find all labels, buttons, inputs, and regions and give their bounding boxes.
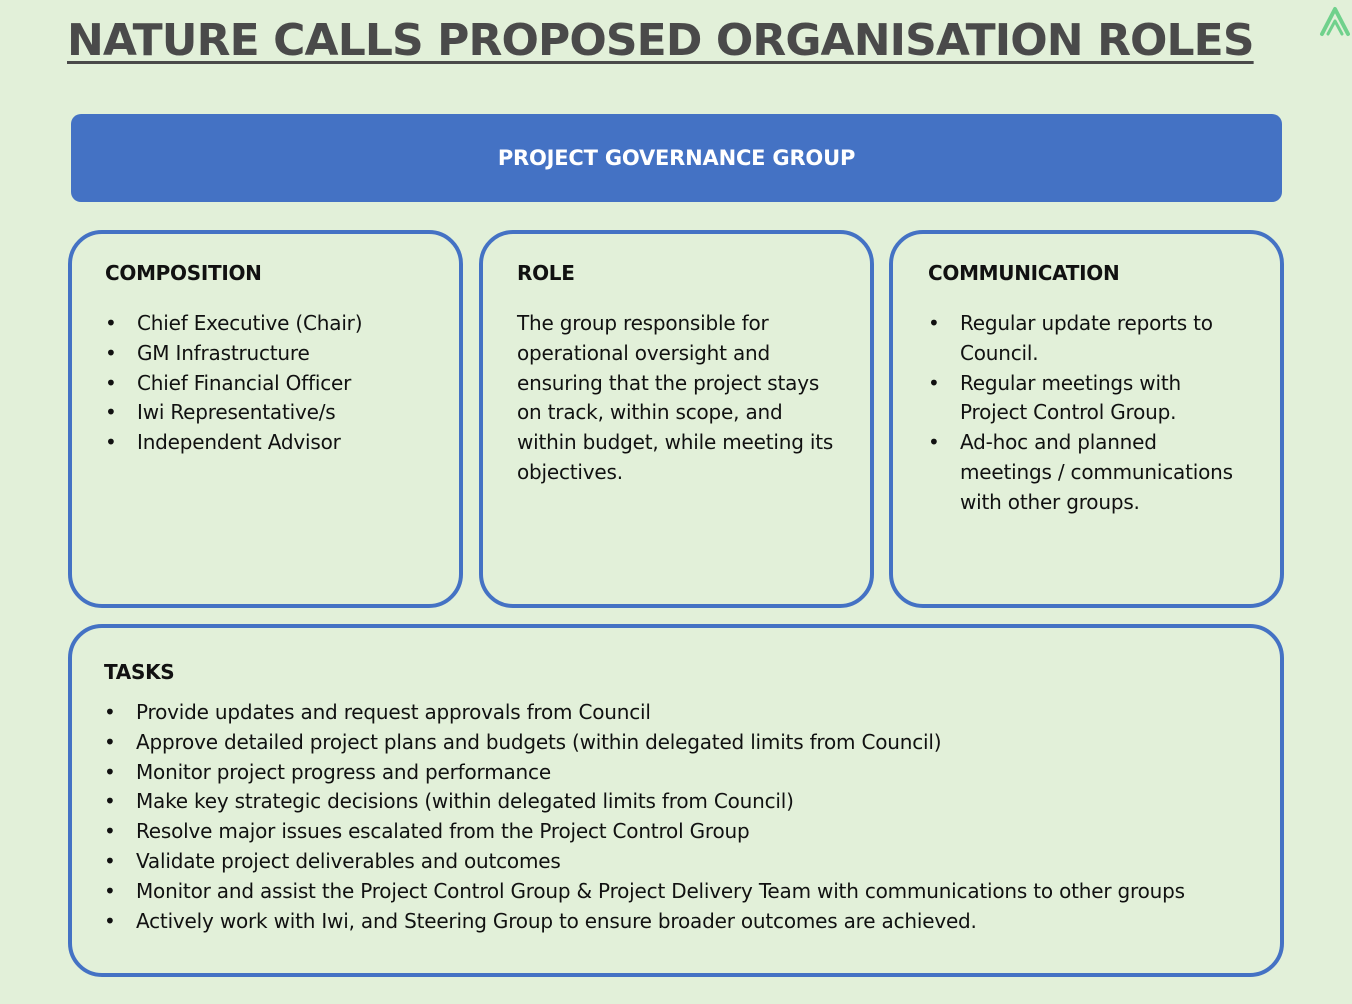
- list-item: Chief Financial Officer: [105, 369, 455, 399]
- tasks-heading: TASKS: [104, 660, 175, 684]
- communication-heading: COMMUNICATION: [928, 261, 1120, 285]
- composition-heading: COMPOSITION: [105, 261, 262, 285]
- banner-label: PROJECT GOVERNANCE GROUP: [497, 146, 856, 170]
- communication-list: Regular update reports to Council. Regul…: [928, 309, 1248, 518]
- chevron-up-logo-icon: [1320, 7, 1350, 36]
- list-item: Monitor and assist the Project Control G…: [104, 877, 1254, 907]
- list-item: Monitor project progress and performance: [104, 758, 1254, 788]
- role-description: The group responsible for operational ov…: [517, 311, 834, 484]
- list-item: Make key strategic decisions (within del…: [104, 787, 1254, 817]
- list-item: Validate project deliverables and outcom…: [104, 847, 1254, 877]
- list-item: Ad-hoc and planned meetings / communicat…: [928, 428, 1248, 517]
- list-item: Independent Advisor: [105, 428, 455, 458]
- list-item: Actively work with Iwi, and Steering Gro…: [104, 907, 1254, 937]
- list-item: Regular meetings with Project Control Gr…: [928, 369, 1248, 429]
- list-item: GM Infrastructure: [105, 339, 455, 369]
- role-heading: ROLE: [517, 261, 575, 285]
- list-item: Iwi Representative/s: [105, 398, 455, 428]
- list-item: Provide updates and request approvals fr…: [104, 698, 1254, 728]
- list-item: Resolve major issues escalated from the …: [104, 817, 1254, 847]
- tasks-card: TASKS Provide updates and request approv…: [68, 624, 1284, 977]
- list-item: Approve detailed project plans and budge…: [104, 728, 1254, 758]
- page-title: NATURE CALLS PROPOSED ORGANISATION ROLES: [67, 15, 1255, 66]
- tasks-list: Provide updates and request approvals fr…: [104, 698, 1254, 936]
- composition-card: COMPOSITION Chief Executive (Chair) GM I…: [68, 230, 463, 608]
- project-governance-group-banner: PROJECT GOVERNANCE GROUP: [71, 114, 1282, 202]
- role-card: ROLE The group responsible for operation…: [479, 230, 874, 608]
- list-item: Regular update reports to Council.: [928, 309, 1248, 369]
- communication-card: COMMUNICATION Regular update reports to …: [889, 230, 1284, 608]
- composition-list: Chief Executive (Chair) GM Infrastructur…: [105, 309, 455, 458]
- list-item: Chief Executive (Chair): [105, 309, 455, 339]
